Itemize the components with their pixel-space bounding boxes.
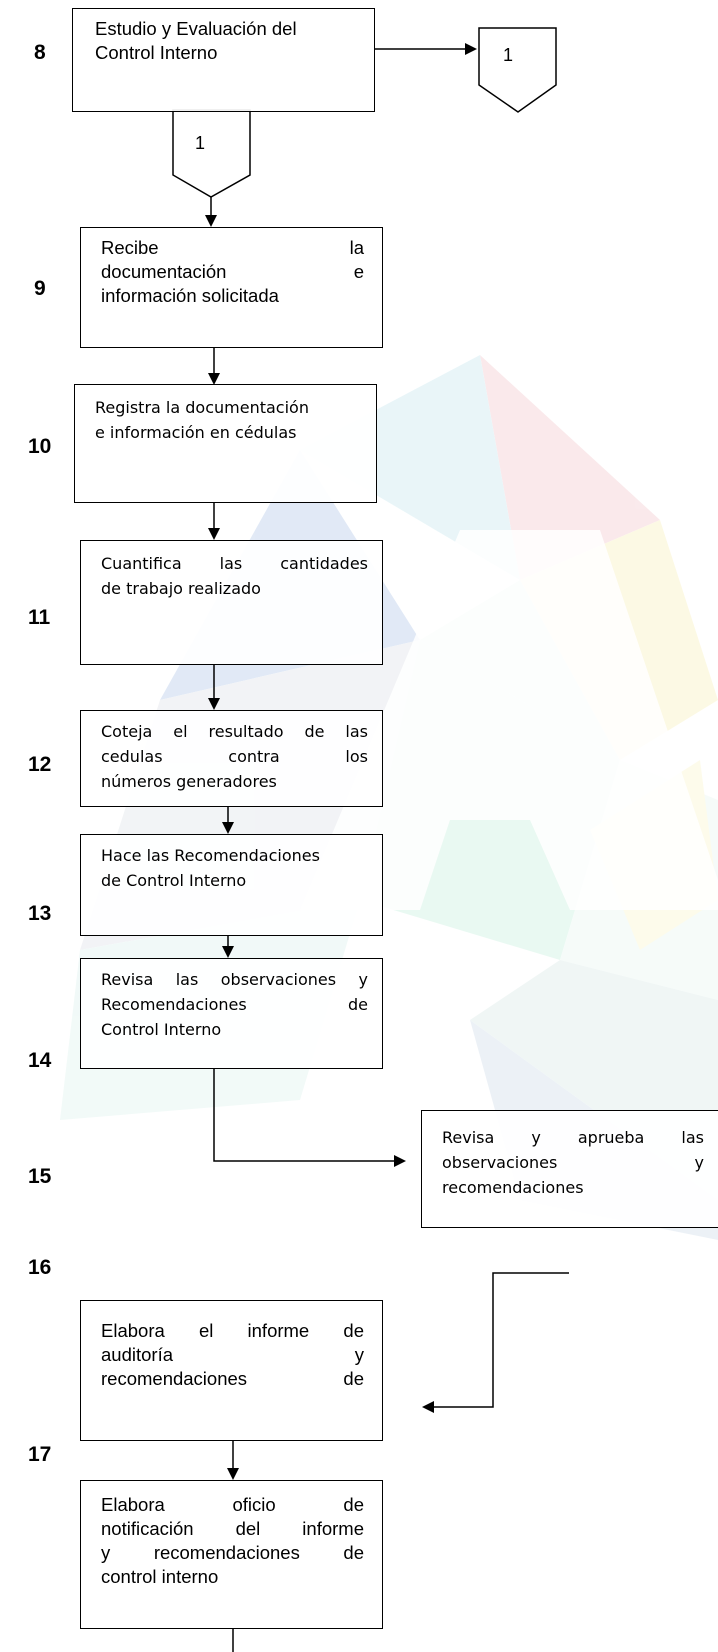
process-text: Recomendaciones de	[101, 995, 368, 1014]
step-number: 13	[28, 902, 52, 925]
process-box-step-17: Elabora oficio de notificación del infor…	[80, 1480, 383, 1629]
step-number: 11	[28, 606, 51, 629]
process-text: información solicitada	[101, 285, 279, 306]
process-box-step-13: Hace las Recomendaciones de Control Inte…	[80, 834, 383, 936]
process-text: de trabajo realizado	[101, 579, 261, 598]
step-number: 16	[28, 1256, 52, 1279]
process-text: Coteja el resultado de las	[101, 722, 368, 741]
process-text: Recibe la	[101, 237, 364, 258]
process-box-step-9: Recibe la documentación e información so…	[80, 227, 383, 348]
process-text: recomendaciones de	[101, 1368, 364, 1389]
process-text: recomendaciones	[442, 1178, 584, 1197]
process-text: observaciones y	[442, 1153, 704, 1172]
process-text: documentación e	[101, 261, 364, 282]
process-text: de Control Interno	[101, 871, 247, 890]
process-box-step-15: Revisa y aprueba las observaciones y rec…	[421, 1110, 718, 1228]
process-text: notificación del informe	[101, 1518, 364, 1539]
process-text: auditoría y	[101, 1344, 364, 1365]
process-text: Elabora oficio de	[101, 1494, 364, 1515]
process-text: e información en cédulas	[95, 423, 297, 442]
process-text: control interno	[101, 1566, 219, 1587]
step-number: 12	[28, 753, 52, 776]
process-box-step-12: Coteja el resultado de las cedulas contr…	[80, 710, 383, 807]
step-number: 9	[34, 277, 46, 300]
arrow-15-to-16	[422, 1272, 569, 1413]
process-text: Elabora el informe de	[101, 1320, 364, 1341]
offpage-connector-right	[478, 27, 557, 113]
step-number: 8	[34, 41, 46, 64]
process-text: Estudio y Evaluación del	[95, 18, 297, 39]
process-text: Hace las Recomendaciones	[101, 846, 320, 865]
offpage-connector-below-label: 1	[195, 133, 206, 153]
process-text: números generadores	[101, 772, 277, 791]
offpage-connector-right-label: 1	[503, 45, 514, 65]
step-number: 10	[28, 435, 52, 458]
process-box-step-11: Cuantifica las cantidades de trabajo rea…	[80, 540, 383, 665]
process-text: Control Interno	[101, 1020, 222, 1039]
arrow-14-to-15	[213, 1068, 406, 1167]
process-text: Revisa las observaciones y	[101, 970, 368, 989]
step-number: 14	[28, 1049, 52, 1072]
process-text: Revisa y aprueba las	[442, 1128, 704, 1147]
process-box-step-10: Registra la documentación e información …	[74, 384, 377, 503]
process-box-step-8: Estudio y Evaluación del Control Interno	[72, 8, 375, 112]
process-box-step-16: Elabora el informe de auditoría y recome…	[80, 1300, 383, 1441]
step-number: 17	[28, 1443, 52, 1466]
offpage-connector-below	[172, 109, 251, 198]
step-number: 15	[28, 1165, 52, 1188]
process-box-step-14: Revisa las observaciones y Recomendacion…	[80, 958, 383, 1069]
process-text: y recomendaciones de	[101, 1542, 364, 1563]
process-text: Registra la documentación	[95, 398, 309, 417]
process-text: cedulas contra los	[101, 747, 368, 766]
process-text: Control Interno	[95, 42, 218, 63]
process-text: Cuantifica las cantidades	[101, 554, 368, 573]
